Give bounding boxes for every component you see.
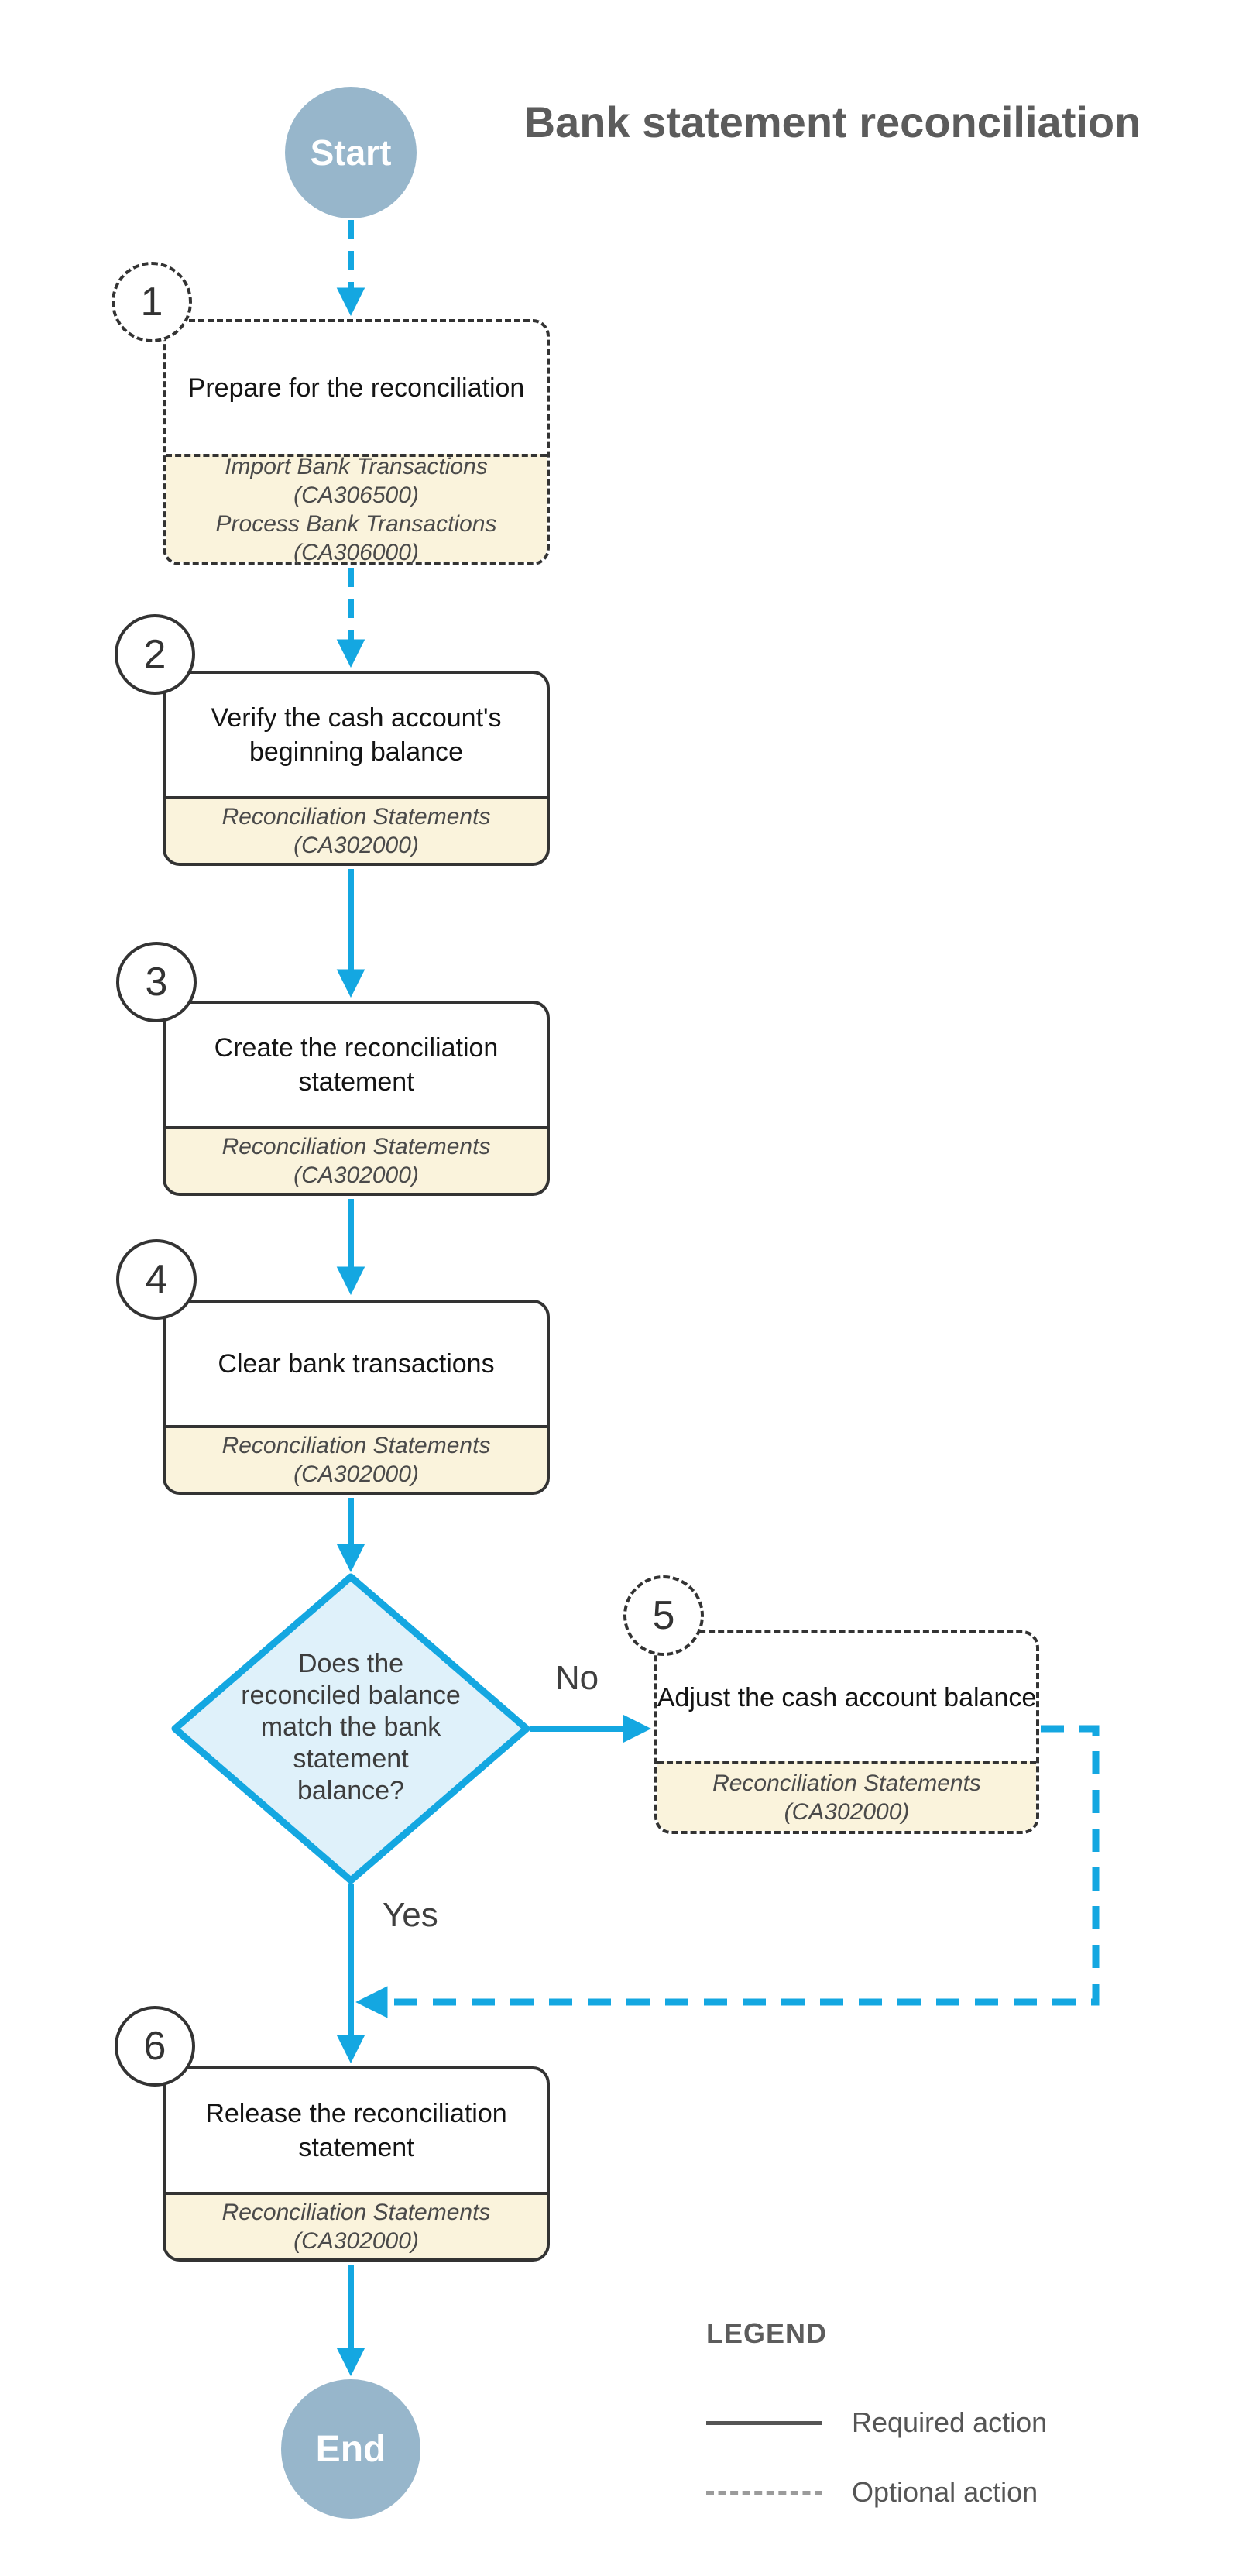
step4-number: 4 [145,1257,168,1302]
step3-screens: Reconciliation Statements (CA302000) [166,1126,547,1193]
step1-number: 1 [140,280,163,325]
screen-id: (CA306500) [293,483,419,508]
step1-box: Prepare for the reconciliation Import Ba… [163,319,550,565]
step4-title: Clear bank transactions [218,1349,495,1379]
start-label: Start [310,132,392,173]
step2-number-badge: 2 [115,614,195,695]
page-title: Bank statement reconciliation [523,98,1141,146]
step3-number: 3 [145,960,168,1005]
decision-line: Does the [297,1649,404,1678]
screen-id: (CA302000) [293,833,419,858]
step5-screens: Reconciliation Statements (CA302000) [657,1761,1036,1831]
screen-id: (CA306000) [293,540,419,565]
step6-box: Release the reconciliation statement Rec… [163,2066,550,2262]
step6-screens: Reconciliation Statements (CA302000) [166,2192,547,2258]
decision-diamond [171,1573,530,1884]
step5-number-badge: 5 [623,1575,704,1656]
step6-title: Release the reconciliation statement [205,2099,507,2162]
step1-title: Prepare for the reconciliation [187,373,525,403]
screen-id: (CA302000) [293,2228,419,2254]
screen-name: Reconciliation Statements [221,2200,491,2225]
step1-screens: Import Bank Transactions (CA306500) Proc… [166,454,547,565]
screen-id: (CA302000) [784,1799,910,1825]
screen-name: Reconciliation Statements [221,804,491,829]
end-node: End [281,2379,420,2519]
step5-number: 5 [652,1593,675,1638]
step5-box: Adjust the cash account balance Reconcil… [654,1630,1039,1834]
branch-label-no: No [554,1659,599,1697]
legend-item-required: Required action [852,2406,1048,2438]
screen-name: Import Bank Transactions [225,454,488,479]
screen-name: Reconciliation Statements [712,1771,981,1796]
decision-line: reconciled balance [241,1681,461,1710]
legend-dashed-line-icon [706,2491,822,2495]
decision-line: balance? [297,1776,404,1805]
step2-number: 2 [143,632,166,677]
step6-number-badge: 6 [115,2006,195,2087]
screen-name: Process Bank Transactions [215,511,497,537]
step4-box: Clear bank transactions Reconciliation S… [163,1300,550,1495]
step4-screens: Reconciliation Statements (CA302000) [166,1425,547,1492]
step6-number: 6 [143,2024,166,2069]
step1-number-badge: 1 [112,262,192,342]
start-node: Start [285,87,417,218]
screen-name: Reconciliation Statements [221,1433,491,1458]
step2-title: Verify the cash account's beginning bala… [211,703,502,767]
step2-box: Verify the cash account's beginning bala… [163,671,550,866]
step3-title: Create the reconciliation statement [214,1033,499,1097]
legend-heading: LEGEND [706,2317,828,2349]
screen-name: Reconciliation Statements [221,1134,491,1159]
decision-question: Does the reconciled balance match the ba… [225,1648,477,1807]
legend-solid-line-icon [706,2421,822,2425]
screen-id: (CA302000) [293,1163,419,1188]
step4-number-badge: 4 [116,1239,197,1320]
screen-id: (CA302000) [293,1461,419,1487]
step2-screens: Reconciliation Statements (CA302000) [166,796,547,863]
step5-title: Adjust the cash account balance [657,1682,1037,1712]
step3-number-badge: 3 [116,942,197,1022]
branch-label-yes: Yes [383,1896,438,1934]
decision-line: match the bank [260,1712,441,1742]
decision-line: statement [293,1744,409,1774]
step3-box: Create the reconciliation statement Reco… [163,1001,550,1196]
end-label: End [315,2428,386,2470]
legend-item-optional: Optional action [852,2476,1038,2508]
